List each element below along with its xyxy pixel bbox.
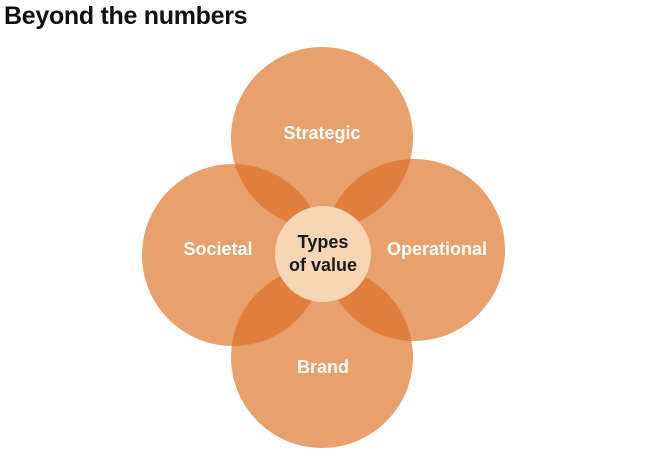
page-title: Beyond the numbers — [4, 2, 248, 30]
petal-bottom-label: Brand — [297, 357, 349, 377]
petal-top-label: Strategic — [283, 123, 360, 143]
center-label-line1: Types — [298, 232, 349, 252]
petal-right-label: Operational — [387, 239, 487, 259]
overlap-top-left — [231, 164, 324, 229]
petal-left-label: Societal — [183, 239, 252, 259]
overlap-bottom-right — [323, 266, 413, 341]
overlap-top-right — [323, 159, 413, 229]
overlap-bottom-left — [231, 266, 324, 346]
center-circle — [275, 206, 371, 302]
center-label-line2: of value — [289, 255, 357, 275]
